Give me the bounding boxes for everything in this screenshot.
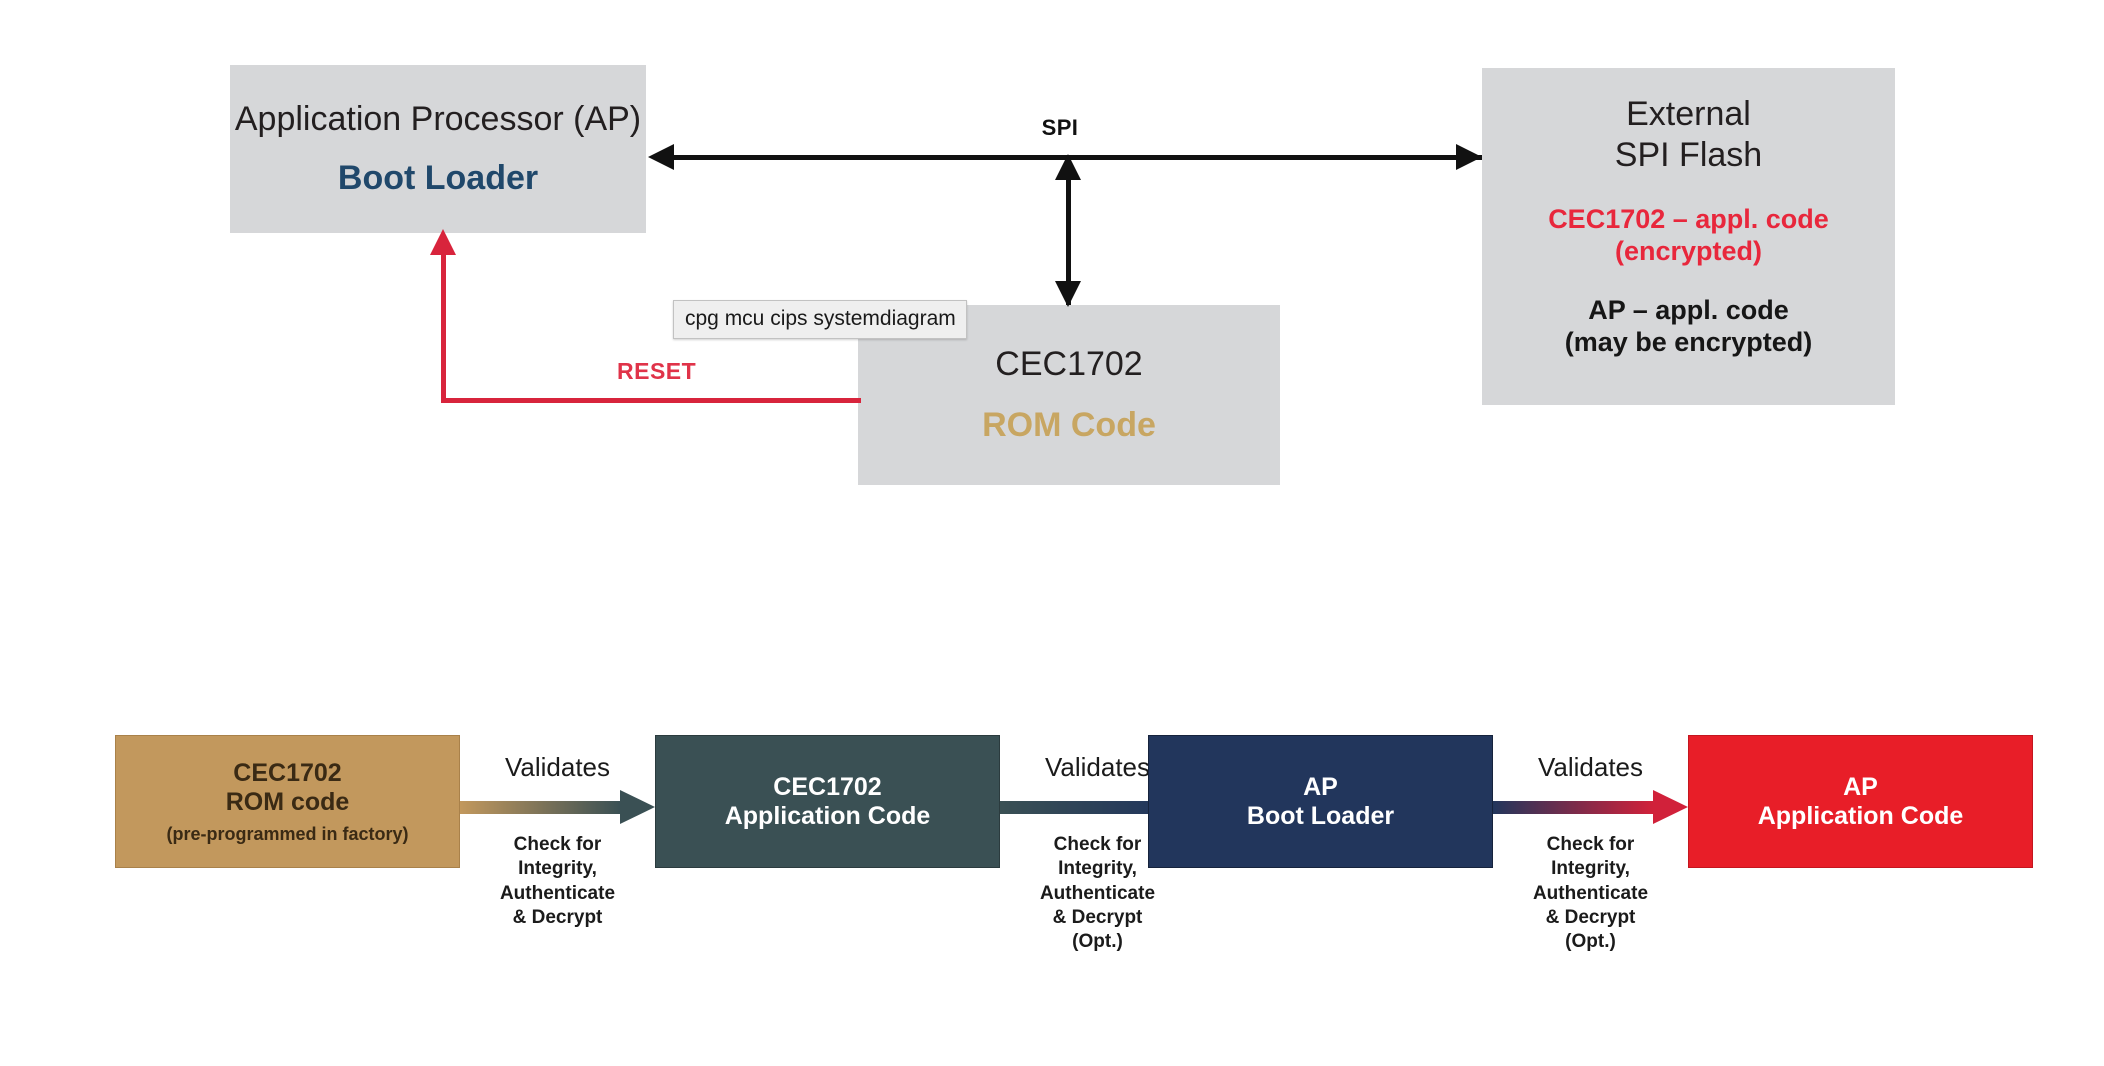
flow-step-1-main: CEC1702 ROM code	[225, 758, 350, 816]
block-spi-flash-title: External SPI Flash	[1614, 95, 1763, 175]
flow-arrow-1-detail: Check for Integrity, Authenticate & Decr…	[499, 834, 616, 928]
spi-label: SPI	[1041, 115, 1079, 140]
spi-branch-arrowhead-down	[1055, 281, 1081, 307]
reset-line-horizontal	[441, 398, 861, 403]
flow-step-cec1702-application-code: CEC1702 Application Code	[655, 735, 1000, 868]
spi-bus-arrowhead-right	[1456, 144, 1482, 170]
flow-arrow-1-label: Validates	[504, 752, 611, 782]
flow-step-ap-application-code: AP Application Code	[1688, 735, 2033, 868]
flow-arrow-1-shaft	[460, 801, 620, 814]
image-tooltip: cpg mcu cips systemdiagram	[673, 300, 967, 339]
block-spi-flash-black-text: AP – appl. code (may be encrypted)	[1564, 294, 1813, 358]
reset-label: RESET	[617, 358, 697, 384]
block-spi-flash-red-text: CEC1702 – appl. code (encrypted)	[1548, 203, 1829, 267]
block-cec1702-subtitle: ROM Code	[982, 406, 1156, 444]
spi-branch-arrowhead-up	[1055, 154, 1081, 180]
flow-arrow-1-head	[620, 790, 655, 824]
spi-bus-arrowhead-left	[648, 144, 674, 170]
flow-arrow-2-label: Validates	[1044, 752, 1151, 782]
spi-branch-vertical-line	[1066, 157, 1071, 305]
block-application-processor: Application Processor (AP) Boot Loader	[230, 65, 646, 233]
flow-arrow-1	[460, 790, 655, 824]
block-cec1702-title: CEC1702	[995, 344, 1143, 383]
flow-step-1-note: (pre-programmed in factory)	[166, 823, 409, 844]
block-external-spi-flash: External SPI Flash CEC1702 – appl. code …	[1482, 68, 1895, 405]
flow-arrow-3-shaft	[1493, 801, 1653, 814]
reset-line-vertical	[441, 252, 446, 402]
flow-arrow-3-head	[1653, 790, 1688, 824]
flow-arrow-3-label: Validates	[1537, 752, 1644, 782]
flow-step-2-main: CEC1702 Application Code	[724, 772, 931, 830]
flow-arrow-3	[1493, 790, 1688, 824]
flow-arrow-2-detail: Check for Integrity, Authenticate & Decr…	[1039, 834, 1156, 953]
flow-step-cec1702-rom-code: CEC1702 ROM code (pre-programmed in fact…	[115, 735, 460, 868]
flow-step-4-main: AP Application Code	[1757, 772, 1964, 830]
flow-step-3-main: AP Boot Loader	[1246, 772, 1395, 830]
reset-arrowhead-up	[430, 229, 456, 255]
block-ap-title: Application Processor (AP)	[234, 99, 642, 138]
block-ap-subtitle: Boot Loader	[337, 159, 539, 197]
flow-arrow-2-shaft	[1000, 801, 1160, 814]
flow-arrow-3-detail: Check for Integrity, Authenticate & Decr…	[1532, 834, 1649, 953]
flow-step-ap-boot-loader: AP Boot Loader	[1148, 735, 1493, 868]
